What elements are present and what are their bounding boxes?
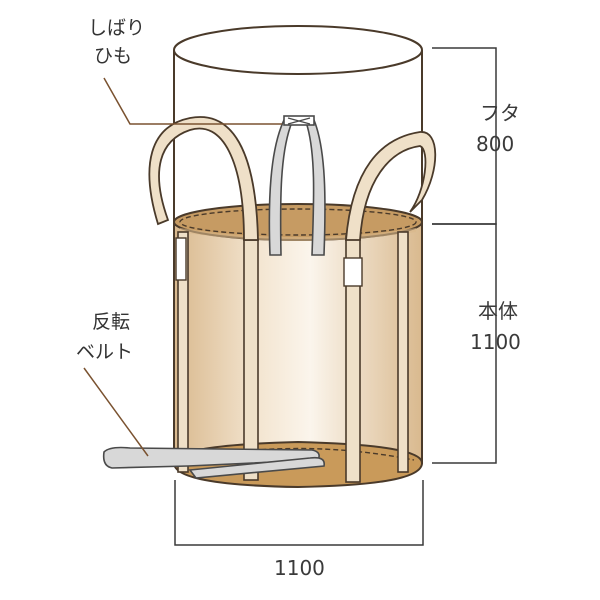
body-dimension-line bbox=[432, 223, 497, 464]
bag-body bbox=[173, 203, 423, 479]
lid-opening bbox=[173, 25, 423, 75]
lifting-loop-right bbox=[345, 131, 437, 241]
width-value: 1100 bbox=[274, 556, 325, 580]
body-value: 1100 bbox=[470, 330, 521, 354]
belt-right-back bbox=[397, 231, 409, 473]
belt-left-back bbox=[177, 231, 189, 473]
tie-cord-label-line1: しばり bbox=[88, 17, 145, 39]
body-label: 本体 bbox=[478, 299, 518, 323]
reverse-belt-leader bbox=[83, 367, 149, 457]
lid-label: フタ bbox=[480, 101, 520, 125]
lifting-loop-left bbox=[148, 116, 259, 241]
belt-tag-right bbox=[343, 257, 363, 287]
reverse-belt-label-line2: ベルト bbox=[76, 341, 133, 363]
reverse-belt-label-line1: 反転 bbox=[92, 311, 130, 333]
belt-tag-left bbox=[175, 237, 187, 281]
bag-body-wall bbox=[173, 224, 423, 479]
tie-cord-label-line2: ひも bbox=[94, 45, 132, 67]
reverse-belt bbox=[102, 446, 326, 479]
lifting-loops bbox=[148, 116, 437, 241]
tie-cord-leader bbox=[103, 77, 282, 125]
dimension-lines bbox=[174, 47, 497, 546]
tie-cord bbox=[268, 115, 326, 256]
leader-lines bbox=[83, 77, 282, 457]
belt-front-left bbox=[243, 239, 259, 481]
width-dimension-line bbox=[174, 480, 424, 546]
lid-value: 800 bbox=[476, 132, 514, 156]
